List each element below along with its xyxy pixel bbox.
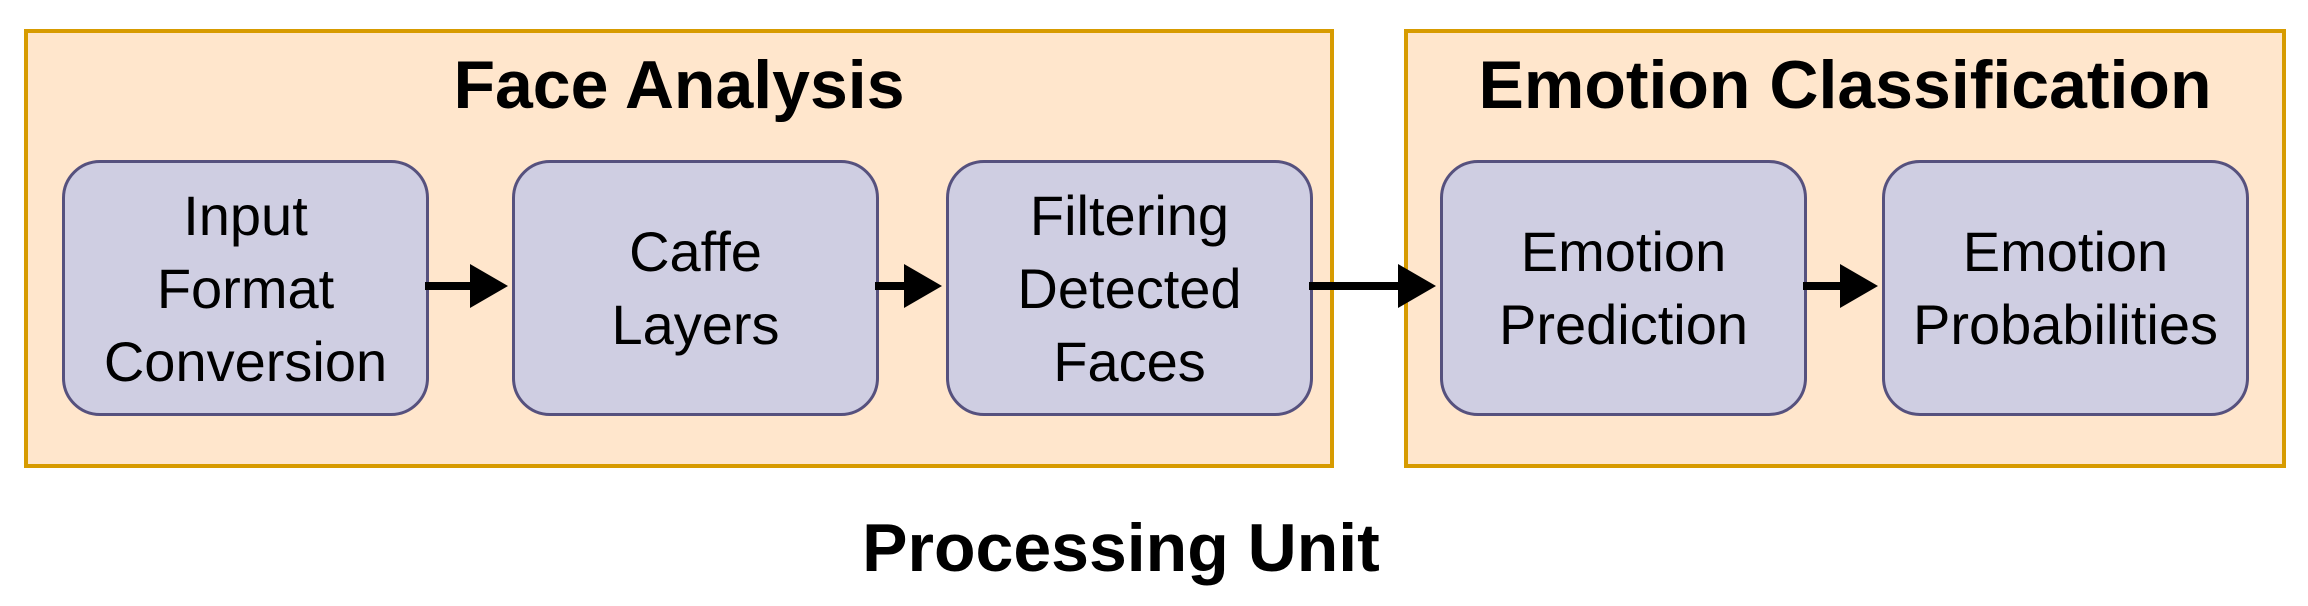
arrow-shaft bbox=[425, 282, 470, 290]
group-title-emotion-classification: Emotion Classification bbox=[1478, 47, 2212, 123]
arrow-right-icon bbox=[875, 264, 942, 308]
group-face-analysis: Face Analysis Input Format Conversion Ca… bbox=[24, 29, 1334, 468]
group-title-face-analysis: Face Analysis bbox=[453, 47, 905, 123]
arrow-right-icon bbox=[1309, 264, 1436, 308]
arrow-right-icon bbox=[425, 264, 508, 308]
arrow-head bbox=[470, 264, 508, 308]
node-input-format-conversion: Input Format Conversion bbox=[62, 160, 429, 416]
arrow-shaft bbox=[1309, 282, 1398, 290]
node-label-input-format-conversion: Input Format Conversion bbox=[103, 183, 388, 393]
arrow-head bbox=[1840, 264, 1878, 308]
arrow-shaft bbox=[875, 282, 904, 290]
arrow-shaft bbox=[1803, 282, 1840, 290]
node-label-emotion-prediction: Emotion Prediction bbox=[1498, 220, 1749, 356]
node-filtering-detected-faces: Filtering Detected Faces bbox=[946, 160, 1313, 416]
node-label-caffe-layers: Caffe Layers bbox=[611, 220, 780, 356]
node-label-filtering-detected-faces: Filtering Detected Faces bbox=[1017, 183, 1242, 393]
node-caffe-layers: Caffe Layers bbox=[512, 160, 879, 416]
node-emotion-probabilities: Emotion Probabilities bbox=[1882, 160, 2249, 416]
node-emotion-prediction: Emotion Prediction bbox=[1440, 160, 1807, 416]
arrow-head bbox=[1398, 264, 1436, 308]
arrow-head bbox=[904, 264, 942, 308]
group-emotion-classification: Emotion Classification Emotion Predictio… bbox=[1404, 29, 2286, 468]
node-label-emotion-probabilities: Emotion Probabilities bbox=[1912, 220, 2219, 356]
arrow-right-icon bbox=[1803, 264, 1878, 308]
diagram-caption: Processing Unit bbox=[862, 510, 1380, 586]
